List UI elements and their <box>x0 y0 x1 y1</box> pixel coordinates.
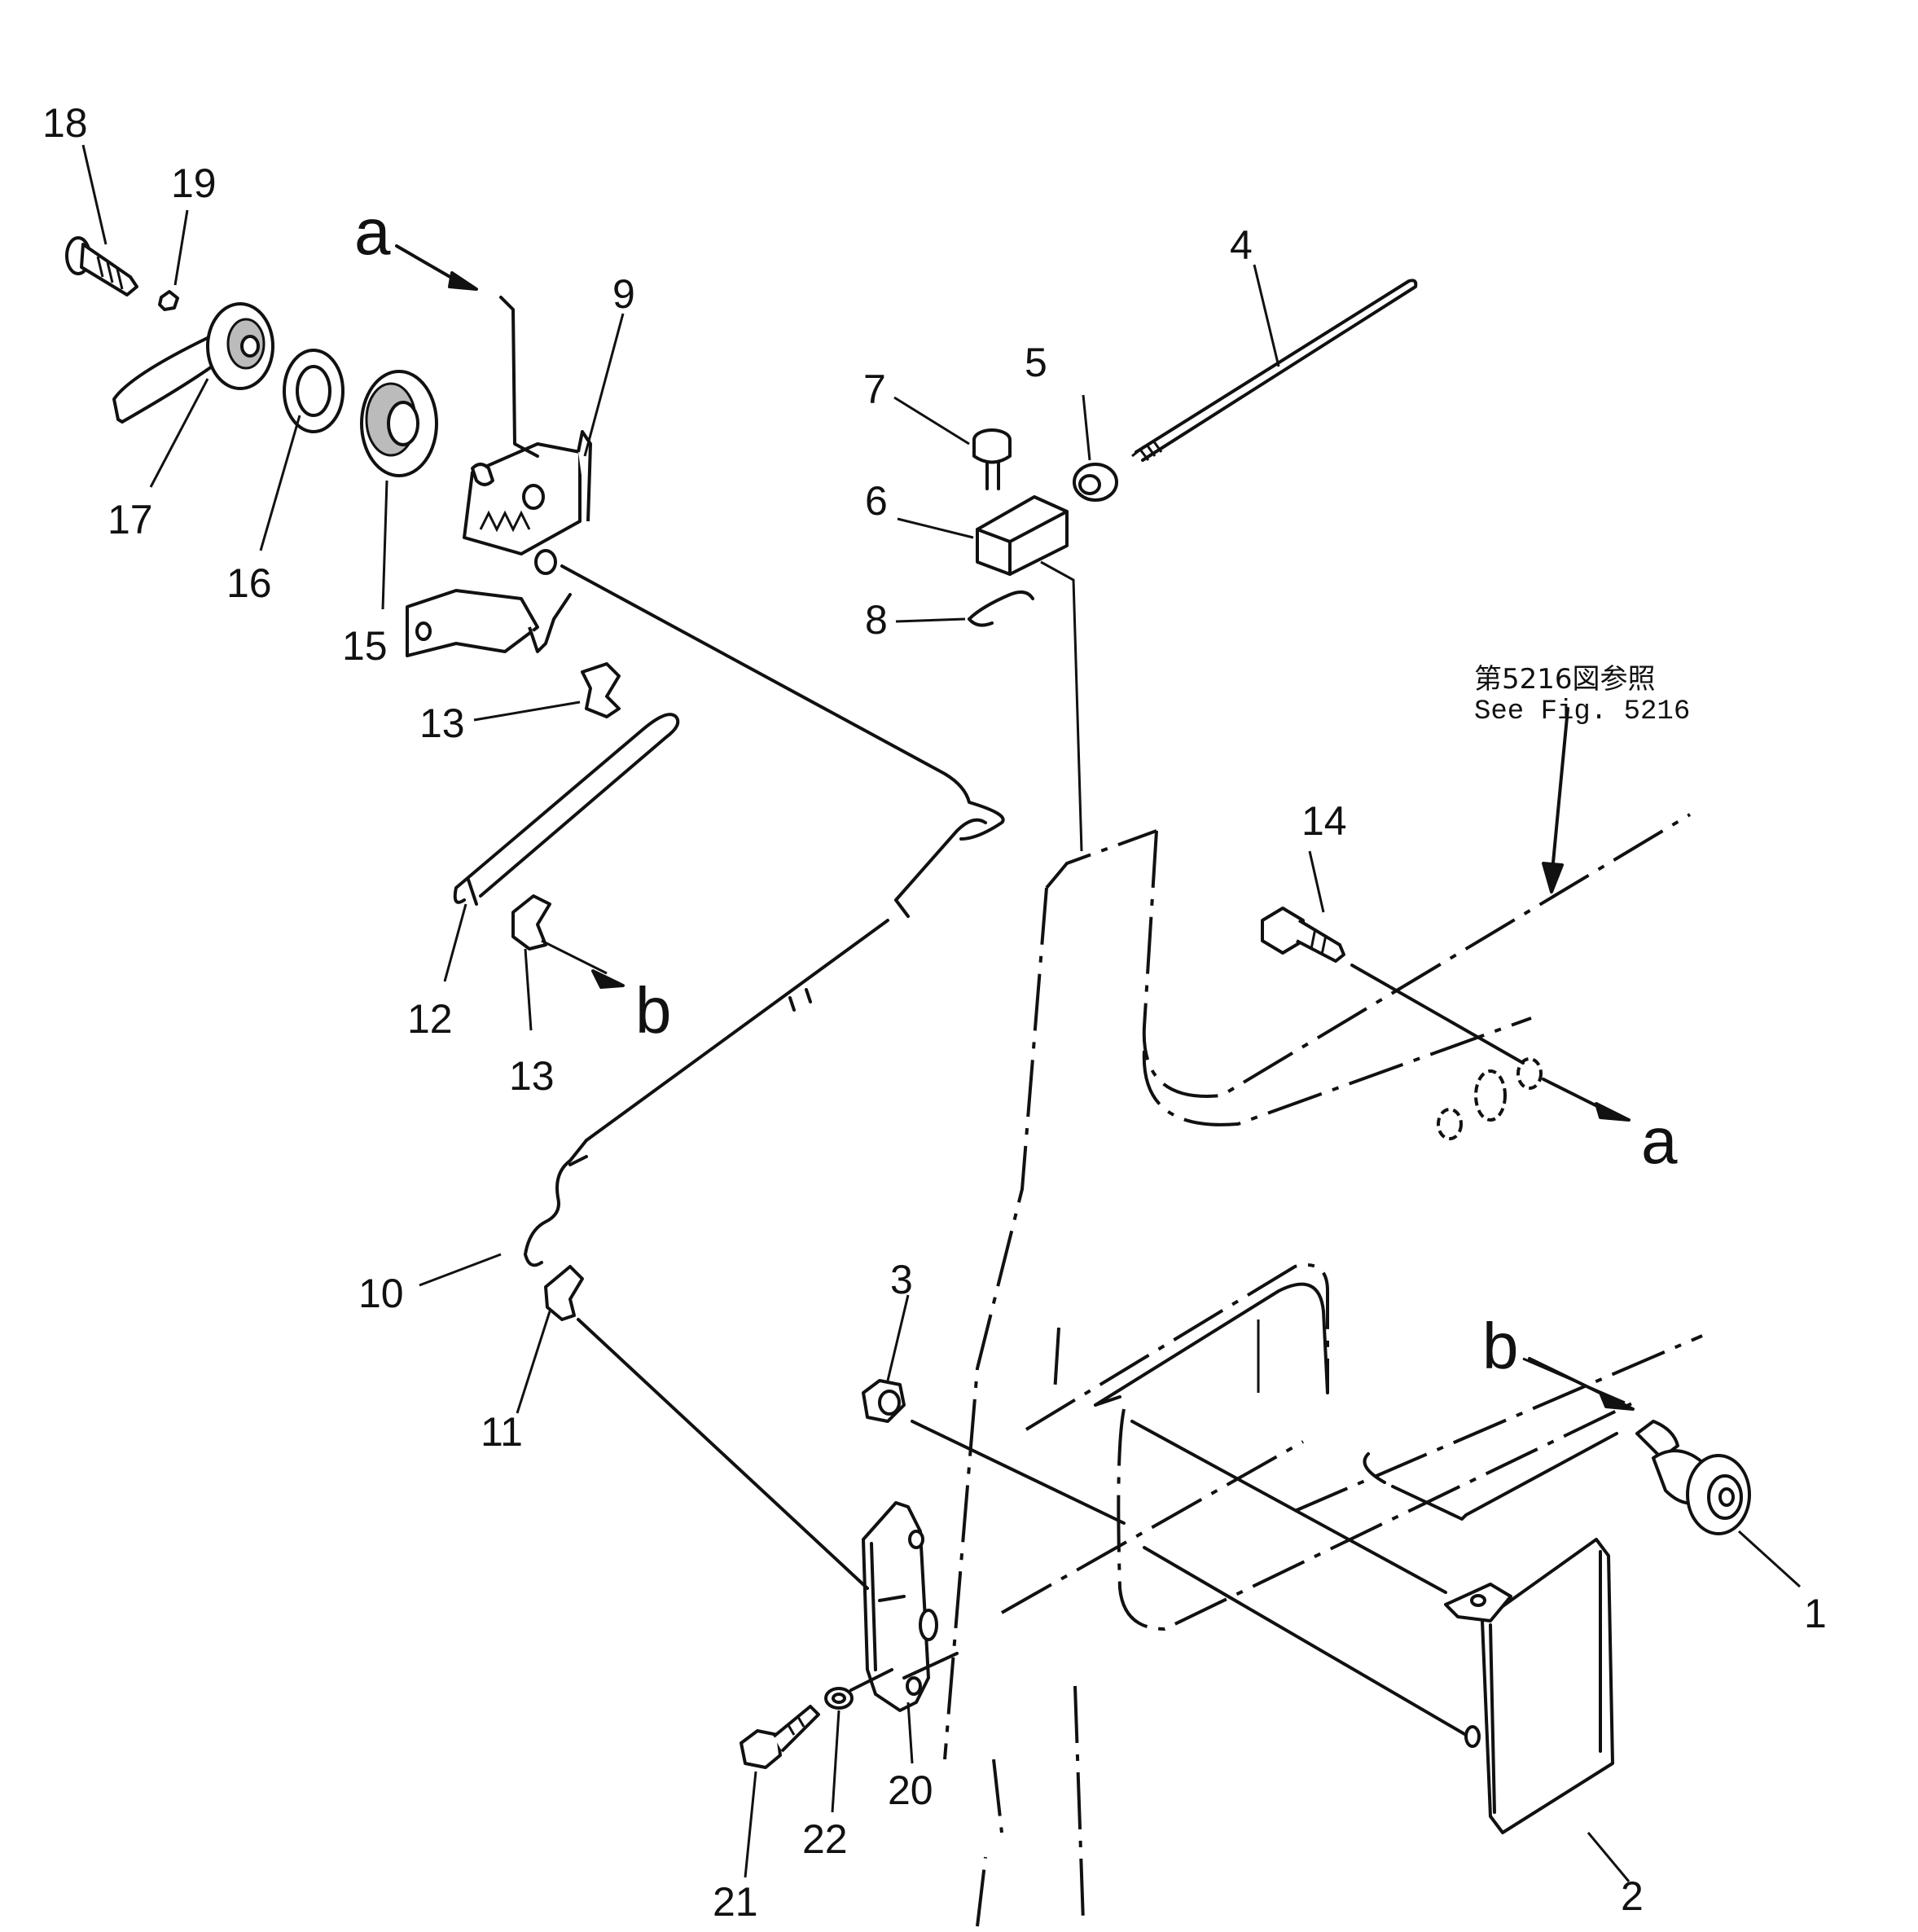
callout-2: 2 <box>1621 1873 1644 1919</box>
phantom-rings <box>1437 1057 1543 1140</box>
reference-jp: 第5216図参照 <box>1474 663 1656 696</box>
part-2-cover <box>1444 1538 1614 1834</box>
part-15-bushing <box>360 370 438 477</box>
letter-callouts: a b a b <box>354 195 1678 1382</box>
part-11-clip <box>544 1265 584 1321</box>
leader-1-line <box>1391 1432 1618 1521</box>
letter-b-mid: b <box>635 974 672 1047</box>
callout-22: 22 <box>802 1816 848 1862</box>
letter-a-right: a <box>1641 1104 1678 1177</box>
leader-1-line-2 <box>1363 1452 1386 1484</box>
callout-14: 14 <box>1301 798 1347 844</box>
part-4-rod <box>1131 279 1418 462</box>
callout-10: 10 <box>358 1271 404 1316</box>
callout-11: 11 <box>481 1409 523 1455</box>
callout-12: 12 <box>407 996 453 1042</box>
arrow-b-mid <box>591 969 625 989</box>
part-19-lockwasher <box>158 290 179 311</box>
part-20-lock <box>862 1501 938 1712</box>
leader-14-right <box>1350 964 1525 1065</box>
callout-9: 9 <box>612 271 635 317</box>
part-16-washer <box>283 349 345 433</box>
door-panel-lines <box>1094 1282 1329 1407</box>
callout-17: 17 <box>108 497 153 542</box>
leader-2-lines <box>1130 1420 1447 1594</box>
part-13-clip-bottom <box>511 894 551 951</box>
part-8-clip <box>968 590 1034 627</box>
callout-16: 16 <box>226 560 272 606</box>
callout-7: 7 <box>863 367 886 412</box>
callout-21: 21 <box>713 1879 758 1925</box>
leader-a-top-frame <box>499 296 539 458</box>
arrow-a-right <box>1595 1102 1631 1122</box>
callout-4: 4 <box>1230 222 1253 268</box>
callout-5: 5 <box>1025 340 1047 385</box>
letter-a-top: a <box>354 195 391 268</box>
callout-3: 3 <box>890 1257 913 1302</box>
reference-leader <box>1550 707 1569 881</box>
part-12-rod <box>453 713 680 906</box>
reference-en: See Fig. 5216 <box>1474 696 1690 727</box>
leader-2-lines-b <box>1143 1546 1468 1737</box>
callout-20: 20 <box>888 1767 933 1813</box>
part-7-pin <box>972 428 1012 490</box>
part-3-nut <box>862 1379 906 1423</box>
leader-3-line <box>911 1420 1126 1525</box>
reference-arrow <box>1542 862 1564 894</box>
callout-leaders <box>81 144 1802 1882</box>
letter-b-right: b <box>1482 1310 1519 1382</box>
callout-8: 8 <box>865 597 888 643</box>
part-22-washer <box>824 1687 854 1710</box>
arrow-b-right <box>1599 1391 1635 1411</box>
leader-20-to-frame <box>902 1652 959 1680</box>
callout-6: 6 <box>865 478 888 524</box>
part-21-bolt <box>740 1705 820 1769</box>
callout-18: 18 <box>42 100 88 146</box>
callout-numbers: 1 2 3 4 5 6 7 8 9 10 11 12 13 13 14 15 1… <box>42 100 1827 1925</box>
part-18-bolt <box>65 236 138 296</box>
part-5-nut <box>1073 463 1118 502</box>
leader-6-down <box>1040 560 1083 852</box>
leader-11-to-20 <box>577 1318 869 1590</box>
callout-15: 15 <box>342 623 388 669</box>
reference-note: 第5216図参照 See Fig. 5216 <box>1474 663 1690 727</box>
callout-1: 1 <box>1804 1591 1827 1636</box>
callout-13-bottom: 13 <box>509 1053 555 1099</box>
door-frame-phantom <box>943 813 1703 1927</box>
leader-21-line <box>849 1668 893 1692</box>
callout-19: 19 <box>171 160 217 206</box>
part-6-block <box>976 495 1069 576</box>
part-13-clip-top <box>581 662 621 718</box>
part-1-knob <box>1635 1420 1751 1535</box>
part-17-handle <box>112 302 274 424</box>
arrow-a-top <box>448 271 478 291</box>
part-14-bolt <box>1261 907 1345 963</box>
part-10-rod <box>524 564 1005 1267</box>
callout-13-top: 13 <box>419 700 465 746</box>
part-9-latch <box>406 430 592 657</box>
